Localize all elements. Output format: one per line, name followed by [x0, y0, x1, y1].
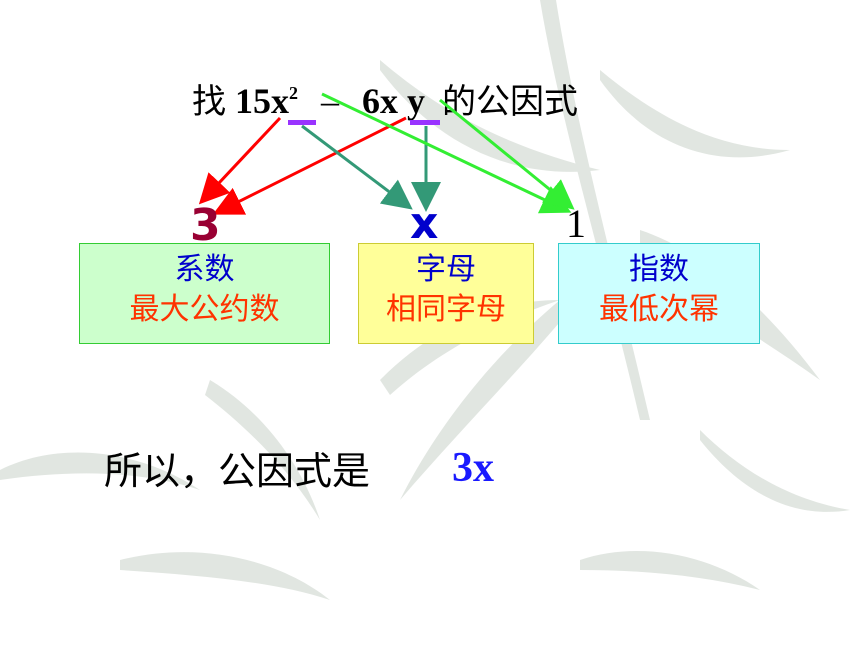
expression-var-3: y — [407, 81, 425, 121]
expression-coef-1: 15 — [235, 81, 271, 121]
expression-coef-2: 6 — [362, 81, 380, 121]
letter-box-desc: 相同字母 — [386, 292, 506, 327]
exponent-box: 指数 最低次幂 — [558, 243, 760, 344]
exponent-box-desc: 最低次幂 — [599, 292, 719, 327]
coefficient-box: 系数 最大公约数 — [79, 243, 330, 344]
expression-prefix: 找 — [192, 82, 226, 122]
expression-exponent: 2 — [289, 83, 298, 103]
result-letter: x — [410, 198, 439, 249]
letter-box-title: 字母 — [416, 252, 476, 287]
coefficient-box-title: 系数 — [174, 252, 235, 287]
conclusion-answer: 3x — [452, 445, 494, 491]
factor-expression: 找 15x2 – 6x y 的公因式 — [192, 74, 578, 123]
underline-x-2 — [410, 120, 440, 125]
expression-var-2: x — [380, 81, 398, 121]
exponent-box-title: 指数 — [629, 252, 689, 287]
green-arrow-2 — [439, 98, 575, 210]
result-exponent: 1 — [566, 201, 586, 246]
expression-suffix: 的公因式 — [442, 82, 578, 122]
conclusion-text: 所以，公因式是 — [104, 449, 371, 493]
letter-box: 字母 相同字母 — [358, 243, 534, 344]
expression-minus: – — [321, 81, 339, 121]
teal-arrow-1 — [301, 124, 413, 210]
result-coefficient: 3 — [190, 200, 221, 251]
expression-var-1: x — [271, 81, 289, 121]
green-arrow-1 — [321, 92, 572, 214]
red-arrow-2 — [212, 116, 407, 215]
underline-x-1 — [288, 120, 316, 125]
red-arrow-1 — [198, 116, 282, 205]
coefficient-box-desc: 最大公约数 — [129, 292, 280, 327]
